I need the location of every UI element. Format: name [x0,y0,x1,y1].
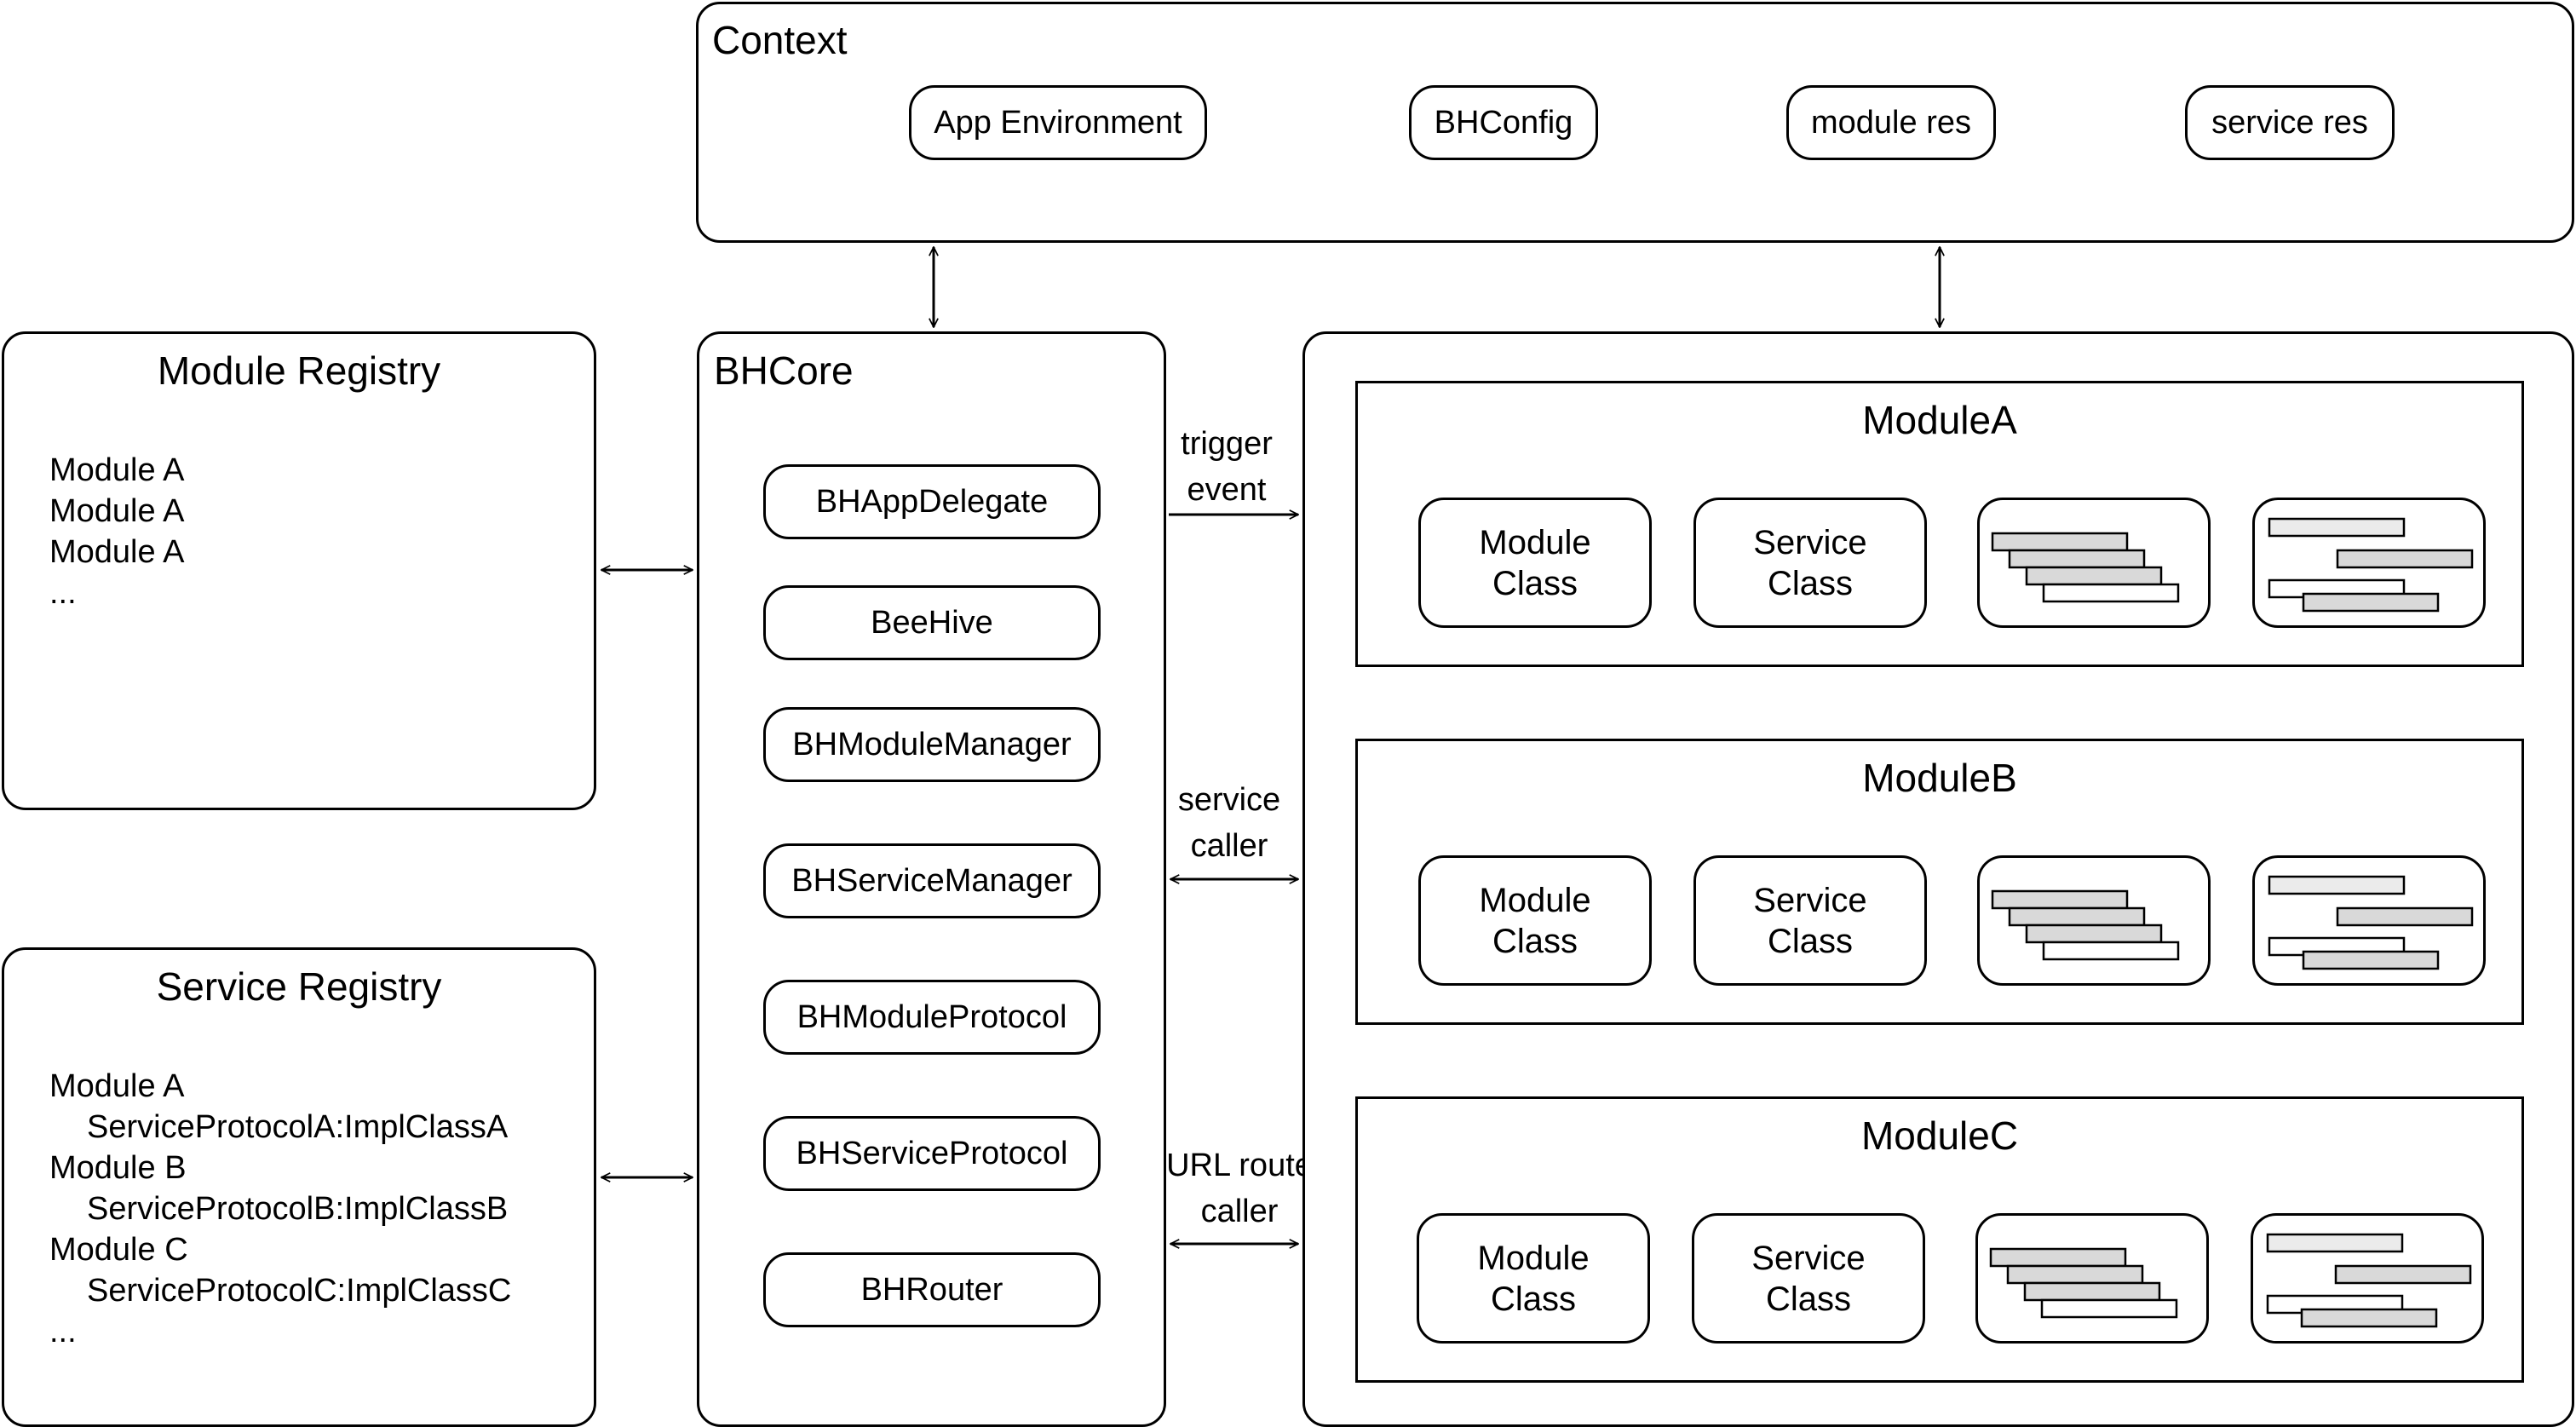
gantt-chart-icon [2266,1233,2472,1328]
module-b-staircase-icon [1977,855,2211,986]
module-registry-line: ... [49,575,77,611]
service-class-line: Class [1767,922,1854,960]
service-registry-line: Module B [49,1150,187,1186]
bhcore-title: BHCore [714,348,854,393]
module-registry-line: Module A [49,534,185,570]
module-b-title: ModuleB [1862,756,2017,800]
service-registry-panel [2,947,596,1427]
service-registry-line: Module A [49,1068,185,1104]
module-class-line: Class [1492,564,1578,602]
bhcore-item-bhserviceprotocol: BHServiceProtocol [763,1116,1101,1191]
gantt-chart-icon [2268,517,2474,613]
module-registry-line: Module A [49,452,185,488]
module-registry-line: Module A [49,493,185,529]
bhcore-item-bhappdelegate: BHAppDelegate [763,464,1101,539]
context-item-app-environment: App Environment [909,85,1207,160]
module-class-line: Module [1479,523,1591,561]
module-registry-title: Module Registry [157,348,441,393]
module-class-line: Module [1477,1239,1590,1277]
service-registry-line: ServiceProtocolC:ImplClassC [87,1273,512,1309]
module-c-service-class: Service Class [1692,1213,1925,1344]
module-b-module-class: Module Class [1418,855,1652,986]
service-registry-line: ServiceProtocolB:ImplClassB [87,1191,509,1227]
service-registry-line: ServiceProtocolA:ImplClassA [87,1109,509,1145]
service-class-line: Service [1753,881,1867,919]
service-caller-label-line: caller [1190,828,1268,864]
context-item-service-res: service res [2185,85,2395,160]
trigger-event-label-line: trigger [1181,426,1273,462]
url-route-caller-label: URL route caller [1166,1142,1313,1234]
trigger-event-label: trigger event [1181,421,1273,513]
service-caller-label-line: service [1177,782,1281,818]
module-a-title: ModuleA [1862,398,2017,442]
service-registry-list: Module A ServiceProtocolA:ImplClassA Mod… [49,1066,511,1352]
bhcore-item-bhmoduleprotocol: BHModuleProtocol [763,980,1101,1055]
context-title: Context [712,18,848,62]
staircase-chart-icon [1991,532,2180,603]
bhcore-item-bhrouter: BHRouter [763,1252,1101,1327]
service-registry-line: ... [49,1314,77,1349]
module-registry-panel [2,331,596,810]
module-registry-list: Module A Module A Module A ... [49,450,184,613]
module-a-service-class: Service Class [1693,498,1927,628]
context-item-bhconfig: BHConfig [1409,85,1598,160]
module-b-service-class: Service Class [1693,855,1927,986]
service-class-line: Service [1751,1239,1866,1277]
module-a-gantt-icon [2252,498,2486,628]
module-c-title: ModuleC [1860,1113,2019,1158]
bhcore-item-bhmodulemanager: BHModuleManager [763,707,1101,782]
gantt-chart-icon [2268,875,2474,970]
url-route-caller-label-line: URL route [1166,1148,1313,1183]
module-c-staircase-icon [1975,1213,2209,1344]
bhcore-item-bhservicemanager: BHServiceManager [763,843,1101,918]
module-c-module-class: Module Class [1417,1213,1650,1344]
module-class-line: Module [1479,881,1591,919]
service-registry-line: Module C [49,1232,188,1268]
module-class-line: Class [1492,922,1578,960]
bhcore-item-beehive: BeeHive [763,585,1101,660]
context-item-module-res: module res [1786,85,1996,160]
service-class-line: Class [1765,1280,1852,1318]
staircase-chart-icon [1991,889,2180,961]
service-caller-label: service caller [1178,777,1280,869]
module-class-line: Class [1490,1280,1577,1318]
trigger-event-label-line: event [1187,472,1267,508]
module-a-staircase-icon [1977,498,2211,628]
module-a-module-class: Module Class [1418,498,1652,628]
service-class-line: Service [1753,523,1867,561]
module-b-gantt-icon [2252,855,2486,986]
service-class-line: Class [1767,564,1854,602]
service-registry-title: Service Registry [156,964,442,1009]
module-c-gantt-icon [2251,1213,2484,1344]
url-route-caller-label-line: caller [1200,1194,1279,1229]
staircase-chart-icon [1989,1247,2178,1319]
